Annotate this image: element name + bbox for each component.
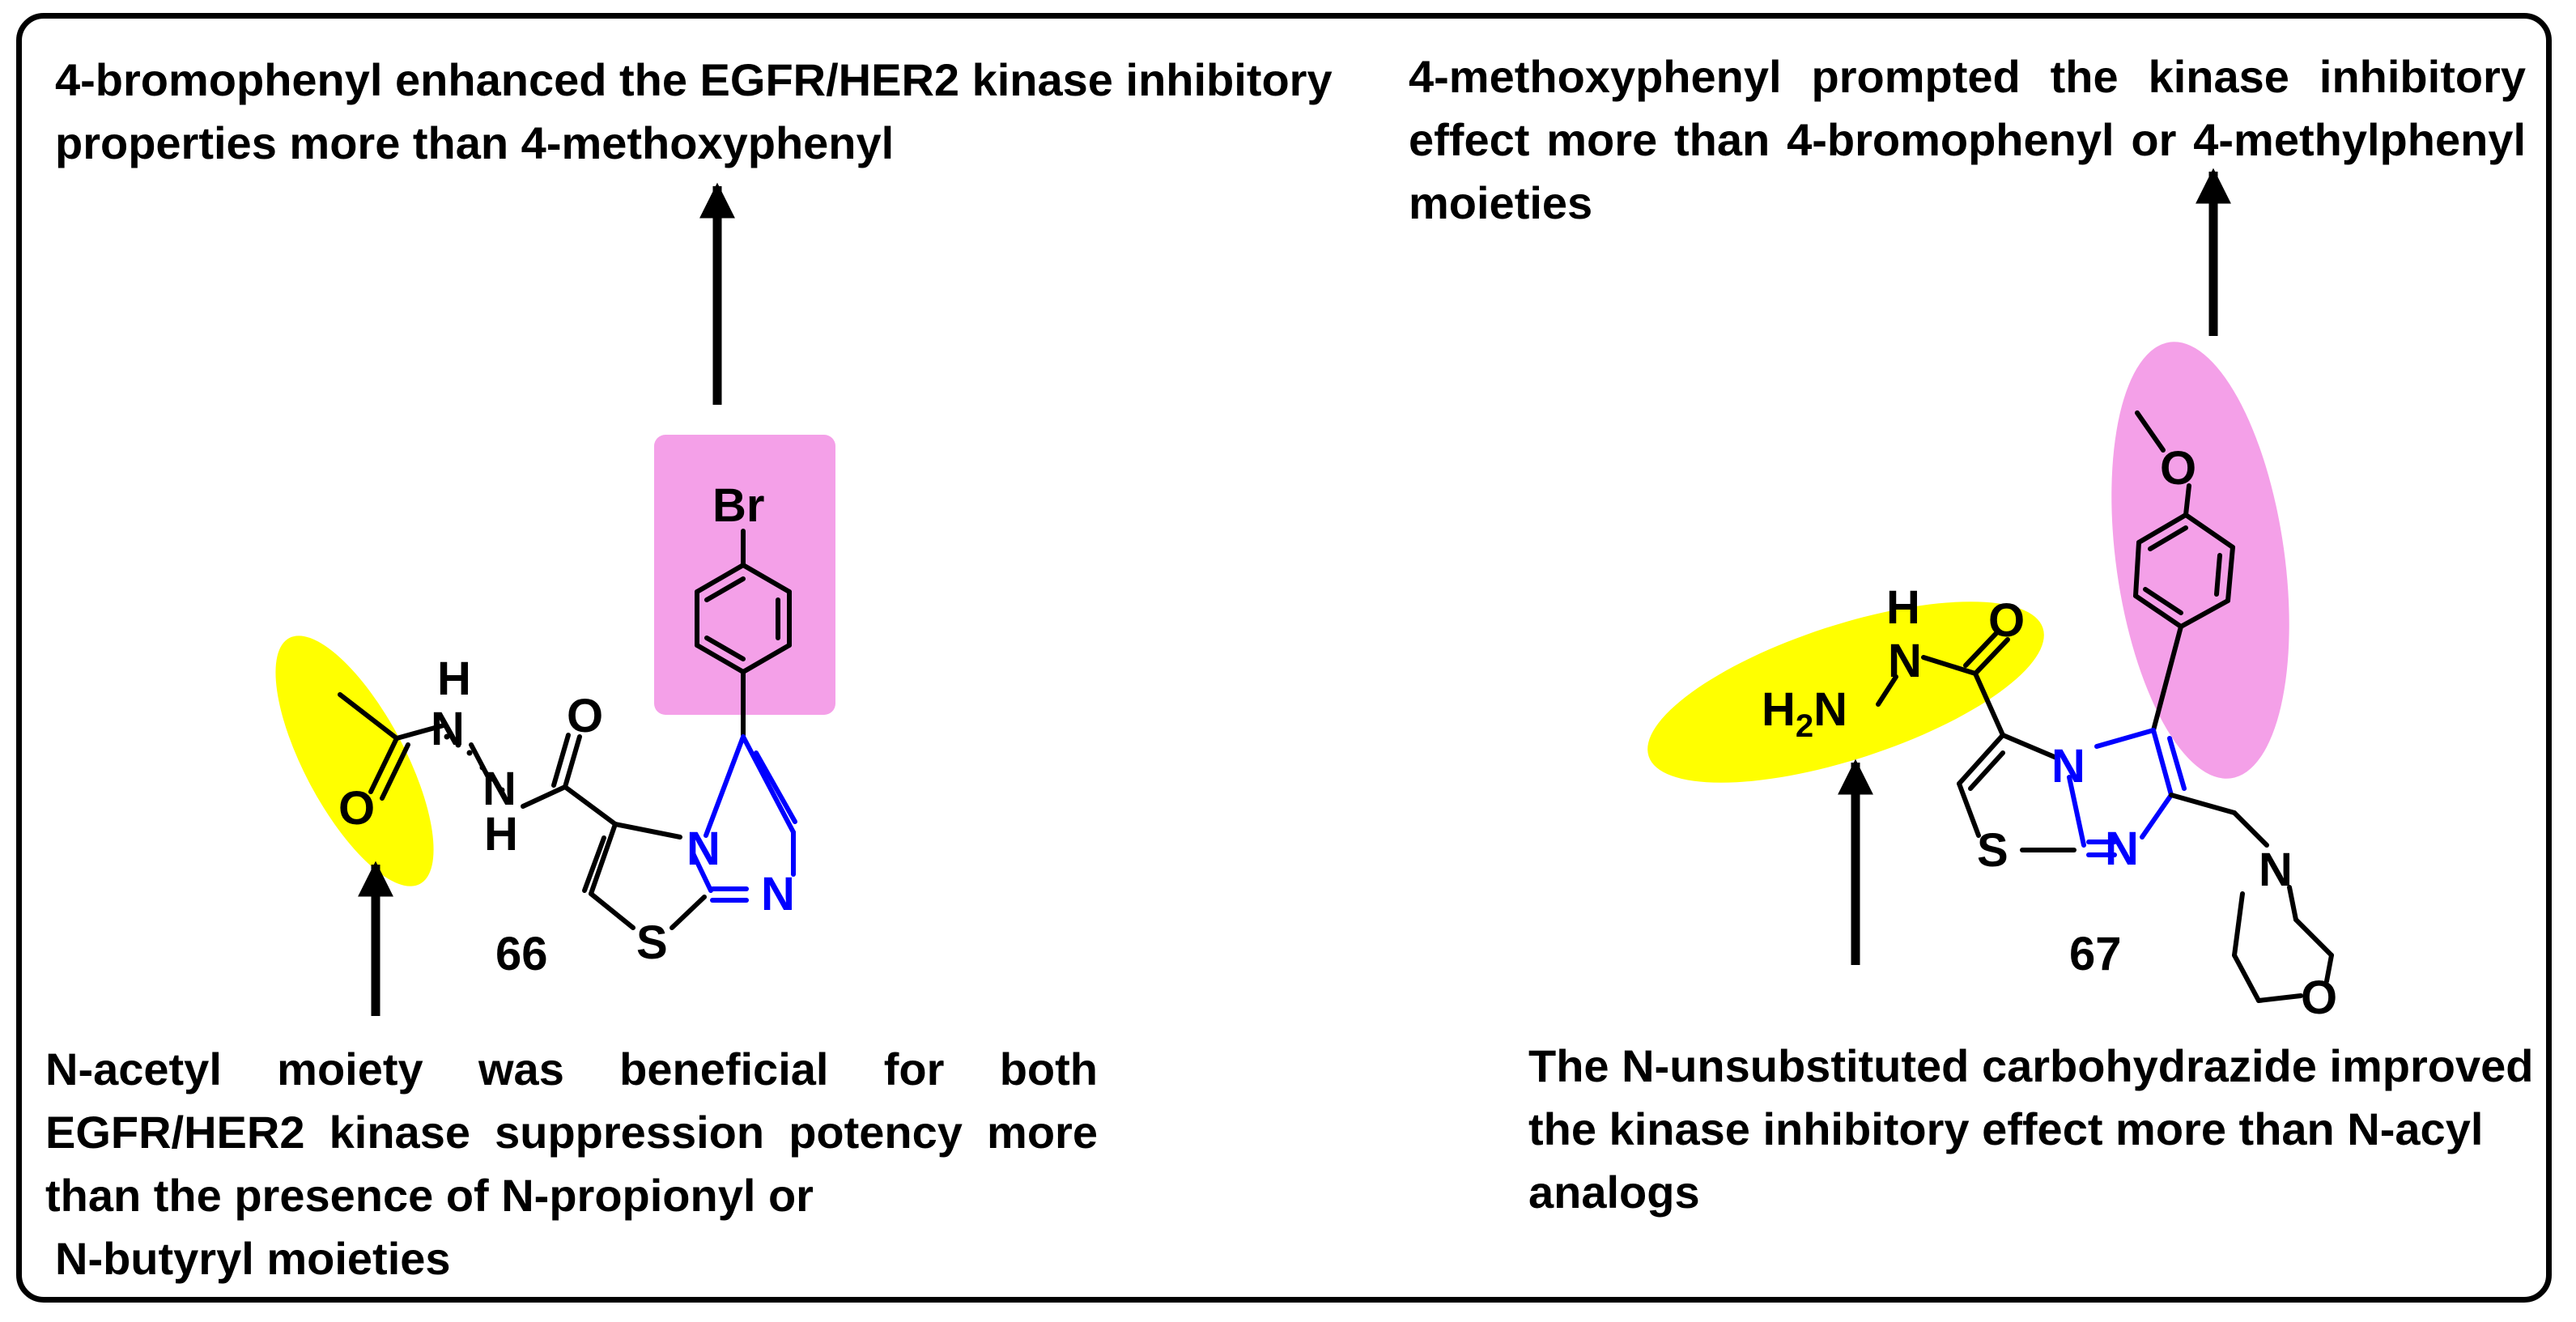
atom-h-67: H (1886, 581, 1920, 634)
note-n-acetyl-last: N-butyryl moieties (55, 1233, 451, 1284)
compound-label-66: 66 (495, 928, 548, 980)
atom-br: Br (712, 479, 764, 532)
note-n-acetyl: N-acetyl moiety was beneficial for both … (45, 1044, 1098, 1221)
note-bromophenyl: 4-bromophenyl enhanced the EGFR/HER2 kin… (55, 54, 1333, 168)
atom-o-carbonyl-67: O (1988, 594, 2025, 647)
atom-n-imidazole-66: N (687, 823, 721, 875)
atom-s-67: S (1977, 824, 2009, 877)
atom-n-morpholine-67: N (2259, 844, 2293, 896)
atom-h2n-67: H2N (1762, 683, 1847, 744)
note-methoxyphenyl: 4-methoxyphenyl prompted the kinase inhi… (1409, 51, 2526, 228)
hydrazide-highlight (1647, 601, 2044, 783)
atom-n1-66: N (482, 763, 516, 815)
atom-n2-66: N (431, 703, 465, 755)
note-carbohydrazide: The N-unsubstituted carbohydrazide impro… (1528, 1040, 2534, 1218)
compound-66 (338, 529, 797, 930)
atom-o-morpholine-67: O (2301, 971, 2337, 1024)
atom-n-bridge-67: N (2051, 740, 2085, 793)
atom-h2n-h: H (1762, 683, 1796, 736)
atom-s-66: S (636, 916, 668, 969)
atom-h2n-n: N (1813, 683, 1847, 736)
atom-n-imidazole2-66: N (761, 868, 795, 920)
methoxyphenyl-highlight (2111, 342, 2289, 779)
atom-h1-66: H (484, 808, 518, 861)
atom-o-acetyl-66: O (338, 782, 375, 835)
acetyl-highlight (275, 635, 434, 886)
atom-h2-66: H (437, 652, 471, 705)
diagram-border (16, 13, 2552, 1303)
atom-o-methoxy-67: O (2160, 442, 2196, 495)
compound-67 (1876, 410, 2334, 1003)
atom-nh-67: N (1888, 635, 1922, 687)
atom-n-imidazole-67: N (2105, 823, 2139, 875)
atom-o-carbonyl-66: O (567, 690, 603, 742)
compound-label-67: 67 (2069, 928, 2122, 980)
atom-h2n-sub: 2 (1796, 708, 1813, 744)
